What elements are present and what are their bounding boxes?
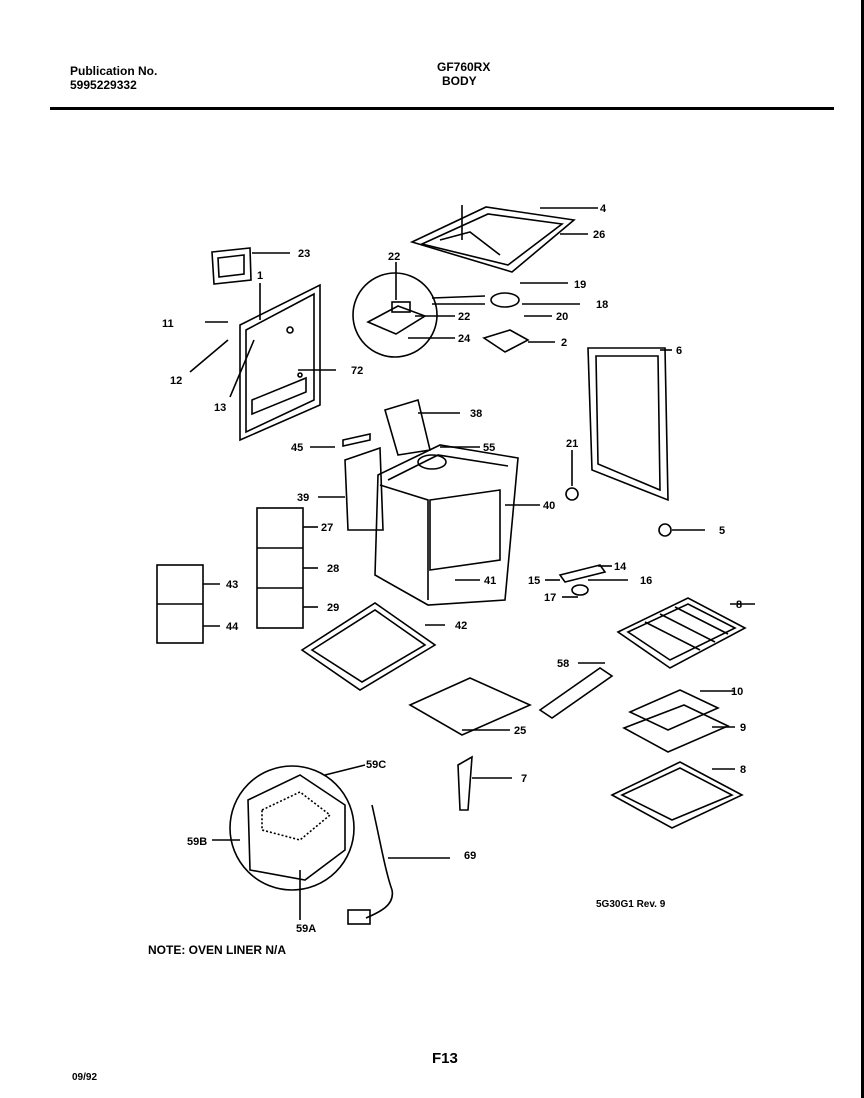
part-label-15: 15 (528, 575, 540, 587)
igniter-parts-box (256, 507, 318, 629)
part-label-6: 6 (676, 345, 682, 357)
publication-number: 5995229332 (70, 78, 137, 92)
part-labels: 4 26 23 1 11 12 13 72 22 22 24 19 18 20 … (162, 203, 746, 935)
part-label-43: 43 (226, 579, 238, 591)
part-label-27: 27 (321, 522, 333, 534)
part-label-21: 21 (566, 438, 578, 450)
part-label-18: 18 (596, 299, 608, 311)
oven-body (310, 398, 540, 606)
broiler-pan (622, 689, 735, 753)
model-number: GF760RX (437, 60, 491, 74)
model-block: GF760RX BODY (437, 60, 490, 88)
part-label-8-tray: 8 (740, 764, 746, 776)
broiler-drawer-panel (408, 677, 532, 736)
rail-58 (538, 662, 614, 719)
part-label-69: 69 (464, 850, 476, 862)
bracket-7 (457, 755, 512, 811)
publication-block: Publication No. 5995229332 (70, 64, 157, 92)
part-label-55: 55 (483, 442, 495, 454)
back-panel (189, 283, 336, 442)
part-label-44: 44 (226, 621, 239, 633)
part-label-59B: 59B (187, 836, 207, 848)
part-label-4: 4 (600, 203, 607, 215)
part-label-23: 23 (298, 248, 310, 260)
insulation-detail (212, 764, 366, 920)
power-cord (347, 804, 450, 925)
feet (565, 450, 705, 537)
part-label-19: 19 (574, 279, 586, 291)
part-label-13: 13 (214, 402, 226, 414)
burner-parts (482, 282, 580, 353)
cooktop-panel (409, 205, 598, 273)
bracket-23 (211, 247, 290, 285)
part-label-14: 14 (614, 561, 627, 573)
part-label-29: 29 (327, 602, 339, 614)
figure-number: F13 (432, 1050, 458, 1067)
part-label-40: 40 (543, 500, 555, 512)
part-label-59A: 59A (296, 923, 316, 935)
revision-code: 5G30G1 Rev. 9 (596, 899, 666, 910)
part-label-8-rack: 8 (736, 599, 742, 611)
bottom-panel (300, 602, 445, 691)
print-date: 09/92 (72, 1072, 98, 1083)
section-name: BODY (442, 74, 477, 88)
part-label-38: 38 (470, 408, 482, 420)
part-label-42: 42 (455, 620, 467, 632)
part-label-16: 16 (640, 575, 652, 587)
part-label-10: 10 (731, 686, 743, 698)
part-label-41: 41 (484, 575, 496, 587)
publication-label: Publication No. (70, 64, 158, 78)
part-label-59C: 59C (366, 759, 386, 771)
part-label-22-top: 22 (388, 251, 400, 263)
knob-parts-box (156, 564, 220, 644)
part-label-7: 7 (521, 773, 527, 785)
right-border (861, 0, 864, 1098)
oven-liner-note: NOTE: OVEN LINER N/A (148, 943, 287, 957)
part-label-22: 22 (458, 311, 470, 323)
part-label-1: 1 (257, 270, 263, 282)
part-label-72: 72 (351, 365, 363, 377)
part-label-58: 58 (557, 658, 569, 670)
part-label-17: 17 (544, 592, 556, 604)
part-label-28: 28 (327, 563, 339, 575)
part-label-26: 26 (593, 229, 605, 241)
part-label-2: 2 (561, 337, 567, 349)
part-label-9: 9 (740, 722, 746, 734)
valve-parts (545, 564, 628, 598)
detail-circle (352, 262, 486, 358)
header-rule (50, 107, 834, 110)
oven-rack (616, 597, 755, 669)
part-label-45: 45 (291, 442, 303, 454)
part-label-25: 25 (514, 725, 526, 737)
part-label-5: 5 (719, 525, 725, 537)
part-label-20: 20 (556, 311, 568, 323)
part-label-24: 24 (458, 333, 471, 345)
part-label-11: 11 (162, 318, 174, 330)
part-label-12: 12 (170, 375, 182, 387)
part-label-39: 39 (297, 492, 309, 504)
side-panel (587, 347, 672, 502)
drawer-bottom-tray (610, 761, 744, 829)
